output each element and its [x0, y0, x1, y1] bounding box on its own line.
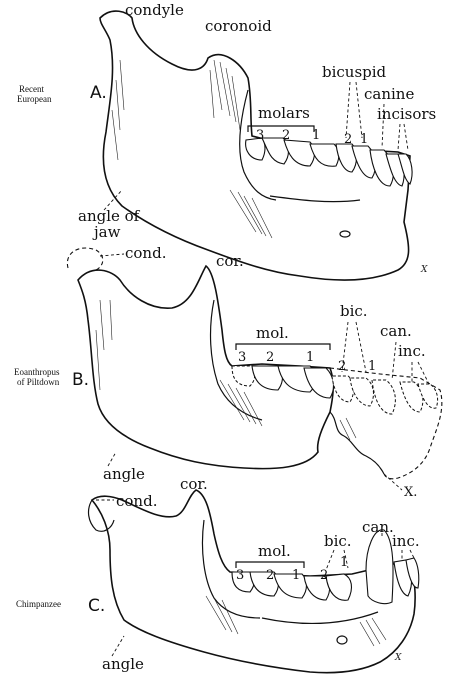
label-cond-b: cond.: [125, 244, 166, 262]
mental-foramen-a: [339, 230, 351, 238]
leader-cond-b: [99, 253, 125, 257]
mark-x-a: X: [420, 265, 428, 275]
leader-incisors-a: [397, 123, 409, 151]
condyle-c: [87, 499, 115, 532]
species-a-line2: European: [17, 94, 52, 104]
leader-can-b: [391, 341, 397, 381]
bicuspid-number-1-b: 1: [368, 359, 376, 374]
species-c-line1: Chimpanzee: [16, 599, 61, 609]
leader-bic-b: [341, 321, 367, 373]
species-b-line2: of Piltdown: [17, 377, 60, 387]
mylohyoid-line-a: [269, 195, 361, 203]
bicuspid-number-1-c: 1: [340, 555, 348, 570]
molar-number-1-a: 1: [312, 128, 320, 143]
label-canine-a: canine: [364, 85, 414, 103]
reconstructed-condyle-b: [66, 247, 104, 271]
molar-1b-b: [303, 367, 335, 399]
molar-bracket-b: [235, 343, 331, 350]
label-cond-c: cond.: [116, 492, 157, 510]
mark-x-b: X.: [404, 485, 417, 500]
leader-angle-c: [111, 635, 125, 657]
ramus-inner-b: [209, 299, 263, 421]
molar-number-2-a: 2: [282, 128, 290, 143]
label-inc-c: inc.: [392, 532, 420, 550]
leader-bicuspid-a: [345, 81, 363, 139]
label-inc-b: inc.: [398, 342, 426, 360]
molar-number-3-c: 3: [236, 568, 244, 583]
incisor-2-a: [397, 153, 413, 185]
molar-bracket-c: [235, 561, 305, 568]
bicuspid-1-c: [325, 573, 353, 601]
label-cor-b: cor.: [216, 252, 244, 270]
label-angle-c: angle: [102, 655, 144, 673]
label-bicuspid-a: bicuspid: [322, 63, 387, 81]
shading-b: [95, 299, 357, 441]
leader-angle-b: [107, 451, 117, 467]
shading-c: [205, 595, 387, 647]
label-cor-c: cor.: [180, 475, 208, 493]
incisor-2-b: [417, 383, 439, 409]
molar-number-1-c: 1: [292, 568, 300, 583]
label-can-b: can.: [380, 322, 412, 340]
ramus-inner-a: [239, 89, 277, 201]
label-molars-a: molars: [258, 104, 310, 122]
leader-bic-c: [325, 549, 349, 571]
label-mol-b: mol.: [256, 324, 289, 342]
label-coronoid-a: coronoid: [205, 17, 272, 35]
label-mol-c: mol.: [258, 542, 291, 560]
species-a-line1: Recent: [19, 84, 44, 94]
break-edge-b: [329, 411, 385, 475]
molar-3-b: [231, 365, 256, 387]
molar-bracket-a: [247, 125, 315, 132]
figure-letter-c: C.: [88, 596, 105, 616]
leader-inc-b: [411, 361, 431, 387]
label-bic-c: bic.: [324, 532, 352, 550]
bicuspid-number-2-b: 2: [338, 359, 346, 374]
shading-a: [111, 59, 273, 239]
molar-number-3-a: 3: [256, 128, 264, 143]
bicuspid-1-b: [349, 377, 374, 407]
figure-a-recent-european: condyle coronoid bicuspid canine incisor…: [17, 1, 436, 281]
mental-foramen-c: [336, 635, 348, 645]
molar-number-1-b: 1: [306, 350, 314, 365]
label-incisors-a: incisors: [377, 105, 436, 123]
incisor-1-b: [399, 381, 424, 413]
label-condyle-a: condyle: [125, 1, 184, 19]
canine-b: [371, 379, 396, 415]
canine-c: [365, 529, 394, 605]
figure-letter-a: A.: [90, 83, 107, 103]
label-angle-b: angle: [103, 465, 145, 483]
bicuspid-2-b: [331, 375, 355, 403]
ramus-inner-c: [201, 519, 261, 619]
molar-number-2-c: 2: [266, 568, 274, 583]
bicuspid-number-1-a: 1: [360, 132, 368, 147]
leader-x-b: [383, 473, 403, 491]
figure-c-chimpanzee: cond. cor. bic. can. inc. mol. 3 2 1 2 1…: [16, 475, 420, 674]
molar-number-2-b: 2: [266, 350, 274, 365]
label-angle-a-line1: angle of: [78, 207, 141, 225]
leader-canine-a: [381, 103, 385, 149]
leader-angle-a: [103, 189, 123, 211]
molar-number-3-b: 3: [238, 350, 246, 365]
label-angle-a-line2: jaw: [92, 223, 121, 241]
label-can-c: can.: [362, 518, 394, 536]
species-b-line1: Eoanthropus: [14, 367, 60, 377]
figure-letter-b: B.: [72, 370, 89, 390]
label-bic-b: bic.: [340, 302, 368, 320]
bicuspid-number-2-a: 2: [344, 132, 352, 147]
mark-x-c: X: [394, 653, 402, 663]
incisor-2-c: [405, 557, 420, 589]
figure-b-eoanthropus: cond. cor. bic. can. inc. mol. 3 2 1 2 1…: [14, 244, 443, 500]
mylohyoid-line-c: [261, 611, 379, 624]
bicuspid-number-2-c: 2: [320, 568, 328, 583]
leader-inc-c: [401, 549, 415, 560]
